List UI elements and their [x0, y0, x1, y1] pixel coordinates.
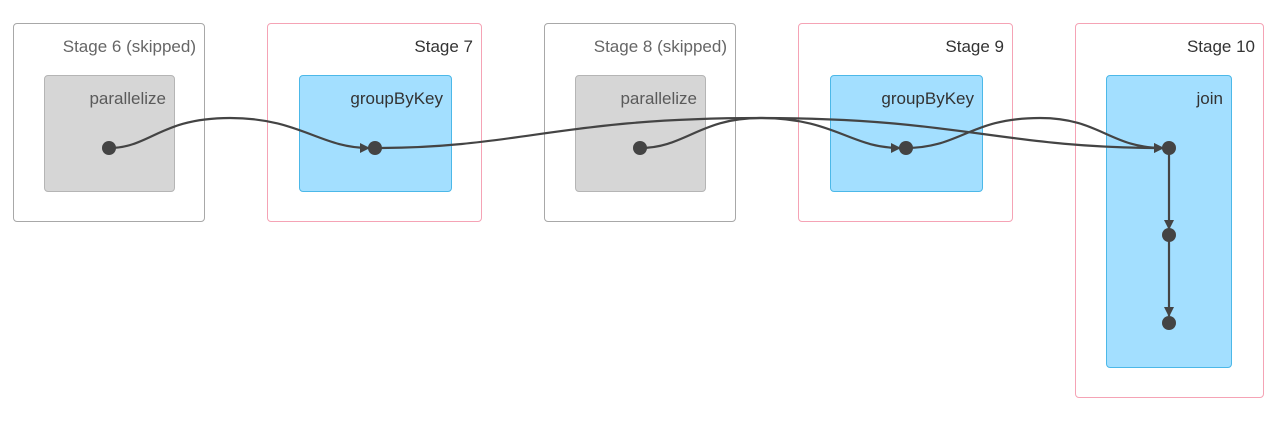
- rdd-cluster-groupbykey[interactable]: groupByKey: [299, 75, 452, 192]
- rdd-cluster-join[interactable]: join: [1106, 75, 1232, 368]
- stage-title: Stage 6 (skipped): [62, 37, 196, 56]
- stage-7-box[interactable]: Stage 7 groupByKey: [267, 23, 482, 222]
- stage-9-box[interactable]: Stage 9 groupByKey: [798, 23, 1013, 222]
- stage-title: Stage 10: [1186, 37, 1255, 56]
- stage-8-box[interactable]: Stage 8 (skipped) parallelize: [544, 23, 736, 222]
- edge-s7-to-s10: [374, 116, 1164, 153]
- rdd-cluster-label: groupByKey: [350, 89, 443, 108]
- rdd-cluster-label: parallelize: [620, 89, 697, 108]
- stage-title: Stage 8 (skipped): [593, 37, 727, 56]
- stage-6-box[interactable]: Stage 6 (skipped) parallelize: [13, 23, 205, 222]
- rdd-cluster-parallelize[interactable]: parallelize: [575, 75, 706, 192]
- rdd-cluster-label: groupByKey: [881, 89, 974, 108]
- stage-title: Stage 9: [945, 37, 1004, 56]
- rdd-cluster-groupbykey[interactable]: groupByKey: [830, 75, 983, 192]
- rdd-cluster-label: join: [1196, 89, 1223, 108]
- rdd-cluster-parallelize[interactable]: parallelize: [44, 75, 175, 192]
- stage-title: Stage 7: [414, 37, 473, 56]
- rdd-cluster-label: parallelize: [89, 89, 166, 108]
- stage-10-box[interactable]: Stage 10 join: [1075, 23, 1264, 398]
